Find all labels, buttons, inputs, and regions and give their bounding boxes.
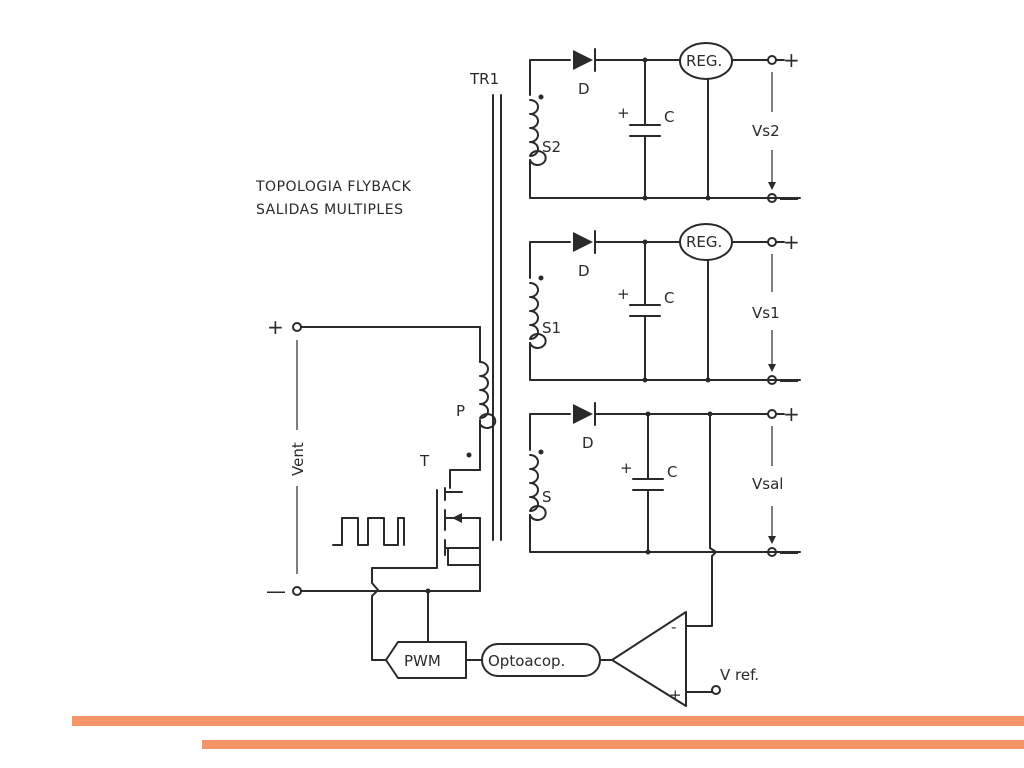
vsal-plus: + [783, 402, 800, 426]
transformer-core [492, 94, 502, 541]
cap-s2-plus: + [617, 104, 630, 122]
title-line1: TOPOLOGIA FLYBACK [255, 179, 412, 195]
transformer-label: TR1 [469, 70, 499, 88]
accent-bar-top [72, 716, 1024, 726]
vs2-minus: — [779, 186, 799, 210]
primary-label: P [456, 402, 465, 420]
opamp-minus: - [671, 618, 676, 636]
output-vsal-label: Vsal [752, 475, 783, 493]
diode-s-label: D [582, 434, 594, 452]
secondary-s [529, 402, 801, 627]
accent-bar-bottom [202, 740, 1024, 749]
control-loop [385, 611, 721, 707]
diode-icon [573, 404, 593, 424]
vs1-minus: — [779, 368, 799, 392]
primary-circuit [292, 322, 497, 661]
vsal-minus: — [779, 540, 799, 564]
vref-label: V ref. [720, 666, 759, 684]
cap-s2-label: C [664, 108, 674, 126]
vs1-plus: + [783, 230, 800, 254]
diode-s1-label: D [578, 262, 590, 280]
reg-s2-label: REG. [686, 52, 722, 70]
pwm-label: PWM [404, 652, 441, 670]
diode-icon [573, 50, 593, 70]
diode-icon [573, 232, 593, 252]
switch-label: T [419, 452, 430, 470]
diode-s2-label: D [578, 80, 590, 98]
cap-s1-label: C [664, 289, 674, 307]
pwm-waveform-icon [332, 517, 405, 546]
cap-s-plus: + [620, 459, 633, 477]
output-vs1-label: Vs1 [752, 304, 780, 322]
error-amplifier [611, 611, 687, 707]
optocoupler-label: Optoacop. [488, 652, 565, 670]
secondary-s1 [529, 223, 801, 385]
title-line2: SALIDAS MULTIPLES [256, 202, 403, 218]
vin-plus: + [267, 315, 284, 339]
reg-s1-label: REG. [686, 233, 722, 251]
opamp-plus: + [669, 686, 682, 704]
cap-s-label: C [667, 463, 677, 481]
winding-s1-label: S1 [542, 319, 561, 337]
output-vs2-label: Vs2 [752, 122, 780, 140]
secondary-s2 [529, 42, 801, 203]
winding-s2-label: S2 [542, 138, 561, 156]
cap-s1-plus: + [617, 285, 630, 303]
winding-s-label: S [542, 488, 552, 506]
input-voltage-label: Vent [289, 442, 307, 476]
vin-minus: — [266, 579, 286, 603]
vs2-plus: + [783, 48, 800, 72]
